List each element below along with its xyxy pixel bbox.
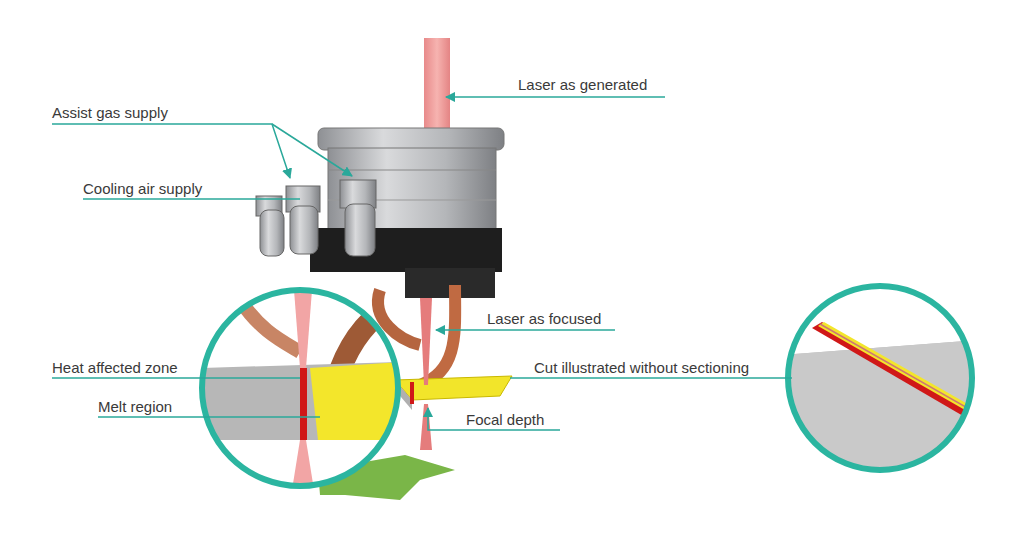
part-label: Laser as generated	[518, 76, 647, 94]
part-label: Cut illustrated without sectioning	[534, 359, 749, 377]
part-label: Melt region	[98, 398, 172, 416]
gas-fittings	[256, 180, 376, 256]
laser-beam	[424, 38, 450, 138]
magnified-section	[200, 290, 400, 490]
magnified-cut	[780, 280, 980, 480]
head-block	[310, 228, 502, 272]
copper-tube	[420, 285, 455, 385]
part-label: Laser as focused	[487, 310, 601, 328]
part-label: Assist gas supply	[52, 104, 168, 122]
focused-beam	[420, 298, 432, 385]
head-flange	[318, 128, 504, 150]
part-label: Heat affected zone	[52, 359, 178, 377]
leader-lines	[52, 97, 792, 430]
part-label: Cooling air supply	[83, 180, 202, 198]
part-label: Focal depth	[466, 411, 544, 429]
